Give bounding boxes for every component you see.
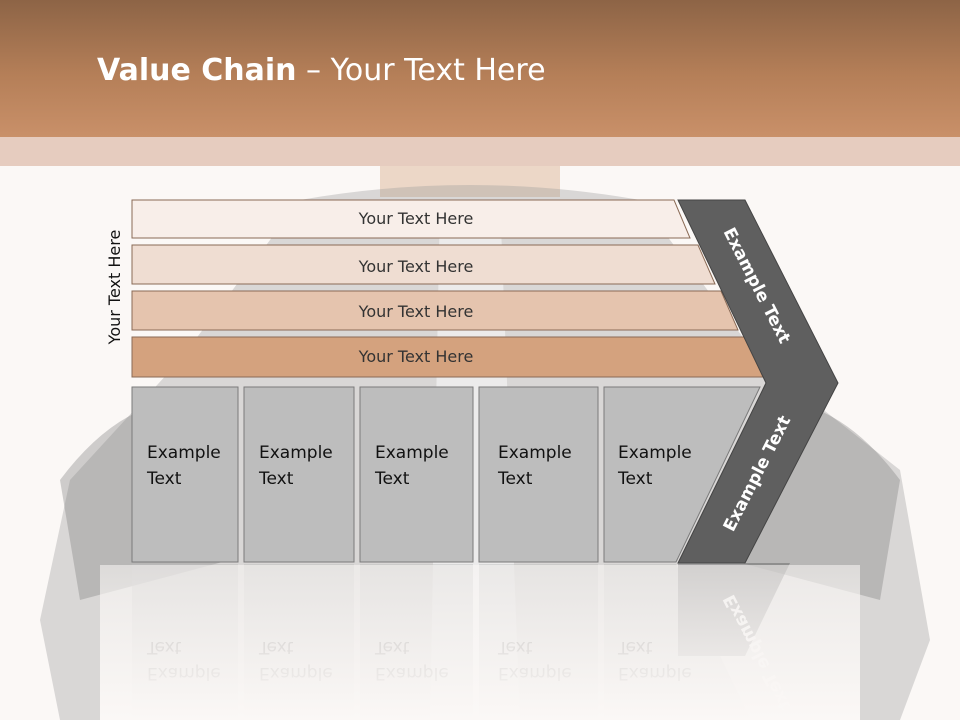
box-3-line2: Text <box>374 469 410 489</box>
header-strip <box>0 137 960 166</box>
box-3-line1: Example <box>375 443 449 463</box>
box-1: Example Text <box>131 386 239 563</box>
box-5-line1: Example <box>618 443 692 463</box>
page-title: Value Chain – Your Text Here <box>97 53 546 88</box>
box-1-line1: Example <box>147 443 221 463</box>
box-2-line1: Example <box>259 443 333 463</box>
box-2: Example Text <box>243 386 355 563</box>
box-5: Example Text <box>603 386 761 563</box>
box-4-line2: Text <box>497 469 533 489</box>
bar-label-4: Your Text Here <box>358 347 474 366</box>
bar-row-1: Your Text Here <box>131 199 691 239</box>
box-1-line2: Text <box>146 469 182 489</box>
bar-label-3: Your Text Here <box>358 302 474 321</box>
box-4-line1: Example <box>498 443 572 463</box>
box-5-line2: Text <box>617 469 653 489</box>
box-4: Example Text <box>478 386 599 563</box>
bar-row-2: Your Text Here <box>131 244 716 285</box>
title-bold: Value Chain <box>97 53 297 88</box>
title-rest: – Your Text Here <box>296 53 546 88</box>
reflection-fade <box>100 565 860 720</box>
header-band <box>0 0 960 137</box>
bar-row-4: Your Text Here <box>131 336 764 378</box>
bar-row-3: Your Text Here <box>131 290 739 331</box>
box-2-line2: Text <box>258 469 294 489</box>
bar-label-2: Your Text Here <box>358 257 474 276</box>
box-3: Example Text <box>359 386 474 563</box>
bar-label-1: Your Text Here <box>358 209 474 228</box>
